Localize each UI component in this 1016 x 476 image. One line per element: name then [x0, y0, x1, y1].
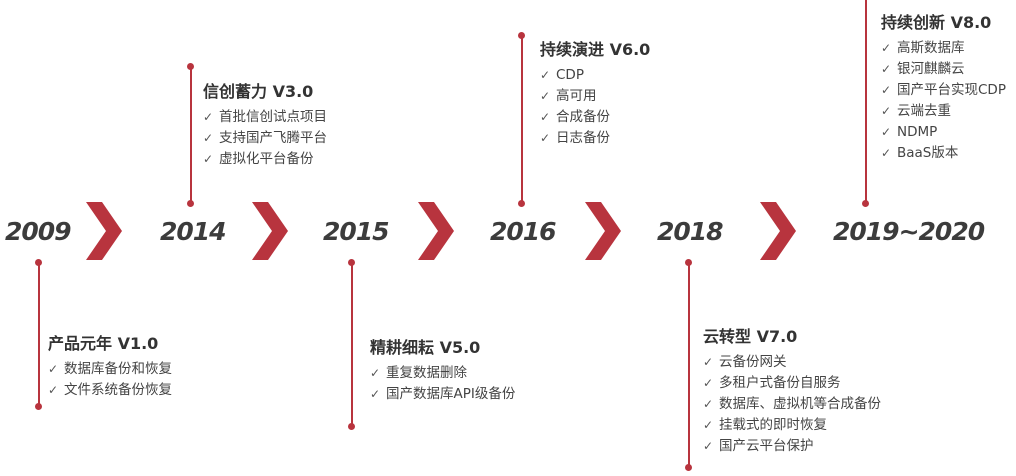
- check-icon: ✓: [370, 387, 381, 401]
- connector-dot: [862, 200, 869, 207]
- year-label-2016: 2016: [490, 217, 557, 246]
- connector-line: [521, 35, 523, 204]
- feature-list: ✓数据库备份和恢复 ✓文件系统备份恢复: [48, 359, 172, 401]
- check-icon: ✓: [881, 62, 892, 76]
- connector-line: [190, 66, 192, 204]
- feature-item: ✓CDP: [540, 65, 650, 86]
- check-icon: ✓: [703, 418, 714, 432]
- milestone-card-2014: 信创蓄力 V3.0 ✓首批信创试点项目 ✓支持国产飞腾平台 ✓虚拟化平台备份: [203, 81, 327, 170]
- connector-dot: [685, 464, 692, 471]
- feature-item: ✓多租户式备份自服务: [703, 373, 881, 394]
- connector-dot: [187, 200, 194, 207]
- chevron-right-icon: [252, 202, 288, 260]
- connector-line: [351, 262, 353, 427]
- connector-dot: [518, 200, 525, 207]
- feature-item: ✓合成备份: [540, 107, 650, 128]
- check-icon: ✓: [540, 110, 551, 124]
- feature-item: ✓云备份网关: [703, 352, 881, 373]
- milestone-title: 产品元年 V1.0: [48, 334, 159, 353]
- feature-item: ✓首批信创试点项目: [203, 107, 327, 128]
- check-icon: ✓: [881, 104, 892, 118]
- milestone-card-2019-2020: 持续创新 V8.0 ✓高斯数据库 ✓银河麒麟云 ✓国产平台实现CDP ✓云端去重…: [881, 12, 1006, 164]
- feature-item: ✓云端去重: [881, 101, 1006, 122]
- check-icon: ✓: [370, 366, 381, 380]
- feature-list: ✓首批信创试点项目 ✓支持国产飞腾平台 ✓虚拟化平台备份: [203, 107, 327, 170]
- check-icon: ✓: [540, 131, 551, 145]
- milestone-card-2009: 产品元年 V1.0 ✓数据库备份和恢复 ✓文件系统备份恢复: [48, 333, 172, 401]
- feature-item: ✓重复数据删除: [370, 363, 515, 384]
- check-icon: ✓: [203, 131, 214, 145]
- milestone-title: 持续创新 V8.0: [881, 13, 992, 32]
- feature-list: ✓重复数据删除 ✓国产数据库API级备份: [370, 363, 515, 405]
- check-icon: ✓: [203, 110, 214, 124]
- milestone-card-2016: 持续演进 V6.0 ✓CDP ✓高可用 ✓合成备份 ✓日志备份: [540, 39, 650, 149]
- feature-item: ✓虚拟化平台备份: [203, 149, 327, 170]
- feature-item: ✓高可用: [540, 86, 650, 107]
- milestone-title: 精耕细耘 V5.0: [370, 338, 481, 357]
- check-icon: ✓: [881, 125, 892, 139]
- milestone-card-2015: 精耕细耘 V5.0 ✓重复数据删除 ✓国产数据库API级备份: [370, 337, 515, 405]
- year-label-2018: 2018: [657, 217, 724, 246]
- check-icon: ✓: [203, 152, 214, 166]
- check-icon: ✓: [703, 376, 714, 390]
- feature-item: ✓银河麒麟云: [881, 59, 1006, 80]
- feature-list: ✓云备份网关 ✓多租户式备份自服务 ✓数据库、虚拟机等合成备份 ✓挂载式的即时恢…: [703, 352, 881, 457]
- milestone-title: 云转型 V7.0: [703, 327, 798, 346]
- check-icon: ✓: [881, 41, 892, 55]
- check-icon: ✓: [703, 355, 714, 369]
- feature-item: ✓挂载式的即时恢复: [703, 415, 881, 436]
- feature-item: ✓国产云平台保护: [703, 436, 881, 457]
- year-label-2015: 2015: [323, 217, 390, 246]
- feature-list: ✓高斯数据库 ✓银河麒麟云 ✓国产平台实现CDP ✓云端去重 ✓NDMP ✓Ba…: [881, 38, 1006, 164]
- milestone-card-2018: 云转型 V7.0 ✓云备份网关 ✓多租户式备份自服务 ✓数据库、虚拟机等合成备份…: [703, 326, 881, 457]
- connector-dot: [348, 423, 355, 430]
- check-icon: ✓: [48, 362, 59, 376]
- chevron-right-icon: [86, 202, 122, 260]
- feature-item: ✓文件系统备份恢复: [48, 380, 172, 401]
- check-icon: ✓: [703, 439, 714, 453]
- check-icon: ✓: [881, 146, 892, 160]
- feature-item: ✓支持国产飞腾平台: [203, 128, 327, 149]
- check-icon: ✓: [881, 83, 892, 97]
- feature-item: ✓数据库备份和恢复: [48, 359, 172, 380]
- connector-line: [38, 262, 40, 407]
- feature-item: ✓国产数据库API级备份: [370, 384, 515, 405]
- chevron-right-icon: [418, 202, 454, 260]
- feature-item: ✓BaaS版本: [881, 143, 1006, 164]
- feature-item: ✓数据库、虚拟机等合成备份: [703, 394, 881, 415]
- year-label-2009: 2009: [5, 217, 72, 246]
- feature-item: ✓高斯数据库: [881, 38, 1006, 59]
- milestone-title: 持续演进 V6.0: [540, 40, 651, 59]
- year-label-2014: 2014: [160, 217, 227, 246]
- year-label-2019-2020: 2019~2020: [833, 217, 985, 246]
- connector-line: [865, 0, 867, 204]
- connector-dot: [35, 403, 42, 410]
- feature-list: ✓CDP ✓高可用 ✓合成备份 ✓日志备份: [540, 65, 650, 149]
- check-icon: ✓: [540, 89, 551, 103]
- milestone-title: 信创蓄力 V3.0: [203, 82, 314, 101]
- feature-item: ✓NDMP: [881, 122, 1006, 143]
- connector-line: [688, 262, 690, 468]
- check-icon: ✓: [703, 397, 714, 411]
- feature-item: ✓国产平台实现CDP: [881, 80, 1006, 101]
- feature-item: ✓日志备份: [540, 128, 650, 149]
- check-icon: ✓: [48, 383, 59, 397]
- chevron-right-icon: [760, 202, 796, 260]
- check-icon: ✓: [540, 68, 551, 82]
- chevron-right-icon: [585, 202, 621, 260]
